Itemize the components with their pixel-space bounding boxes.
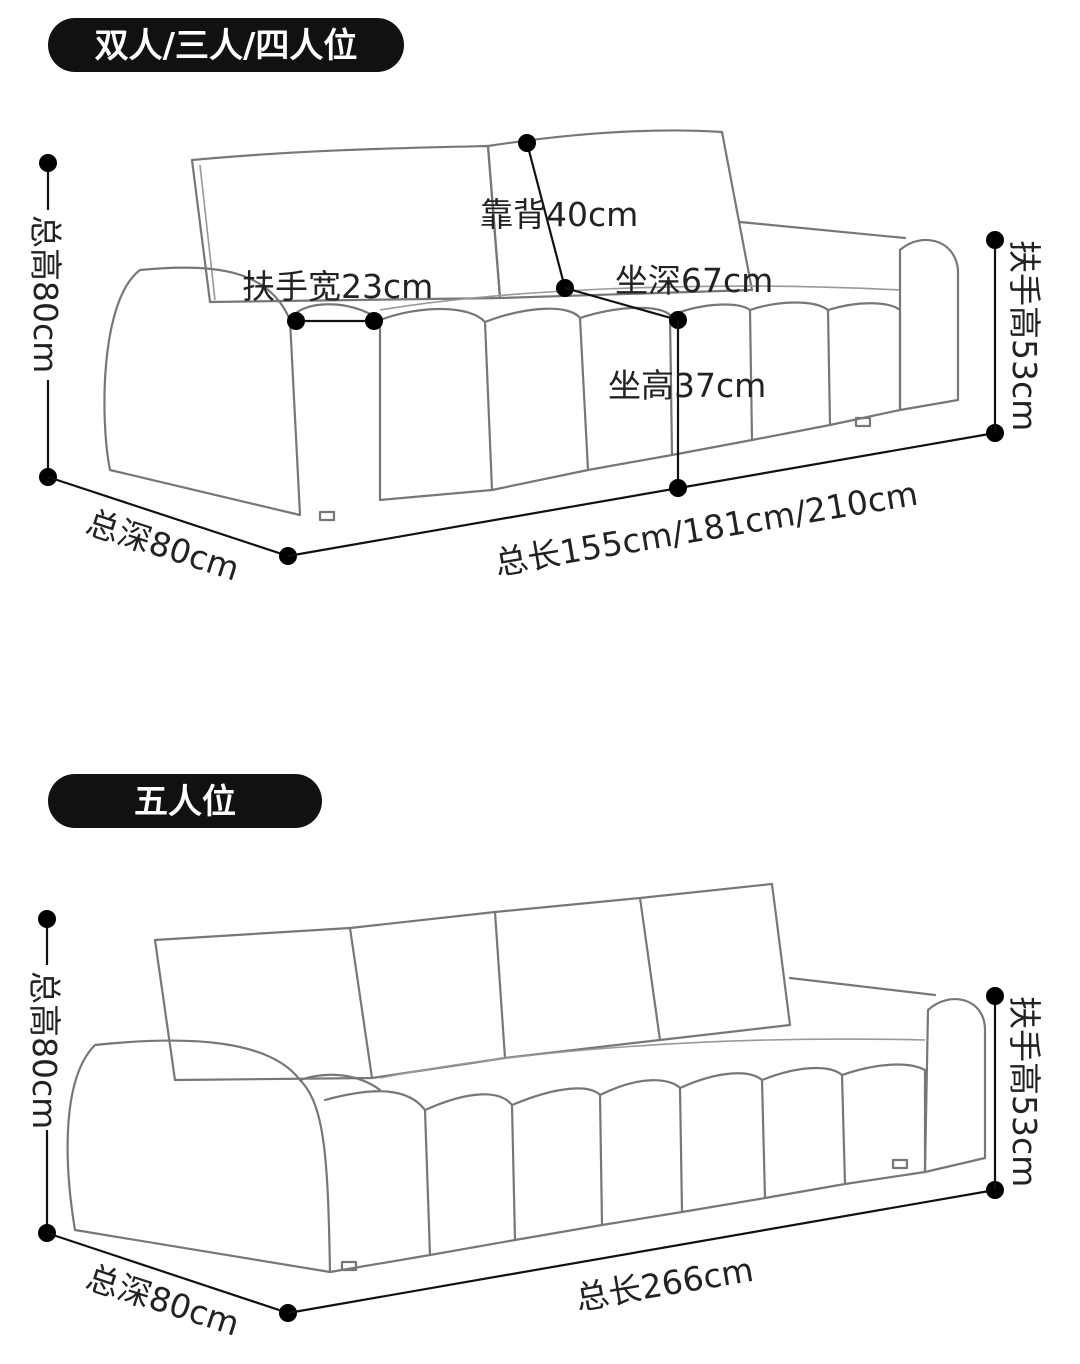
sofa-illustration-small <box>103 129 960 522</box>
section-1-total-height: 总高80cm <box>26 215 65 373</box>
section-2-title-pill <box>48 774 322 828</box>
section-2-total-height: 总高80cm <box>25 971 64 1129</box>
section-1-seat-height: 坐高37cm <box>608 366 766 405</box>
section-1-total-length: 总长155cm/181cm/210cm <box>492 474 921 583</box>
sofa-illustration-large <box>66 882 987 1274</box>
dimension-lines-1 <box>39 134 1004 565</box>
section-2-armrest-height: 扶手高53cm <box>1005 996 1044 1187</box>
section-1-armrest-height: 扶手高53cm <box>1005 240 1044 431</box>
section-1-armrest-width: 扶手宽23cm <box>242 267 433 306</box>
section-2: 五人位 <box>25 774 1044 1344</box>
section-1-seat-depth: 坐深67cm <box>615 261 773 300</box>
section-1-title-pill <box>48 18 404 72</box>
section-1-backrest: 靠背40cm <box>480 195 638 234</box>
dimension-lines-2 <box>38 910 1004 1322</box>
section-1: 双人/三人/四人位 <box>26 18 1044 589</box>
section-1-title: 双人/三人/四人位 <box>95 26 358 66</box>
section-2-total-length: 总长266cm <box>573 1250 756 1318</box>
section-2-title: 五人位 <box>134 782 236 822</box>
